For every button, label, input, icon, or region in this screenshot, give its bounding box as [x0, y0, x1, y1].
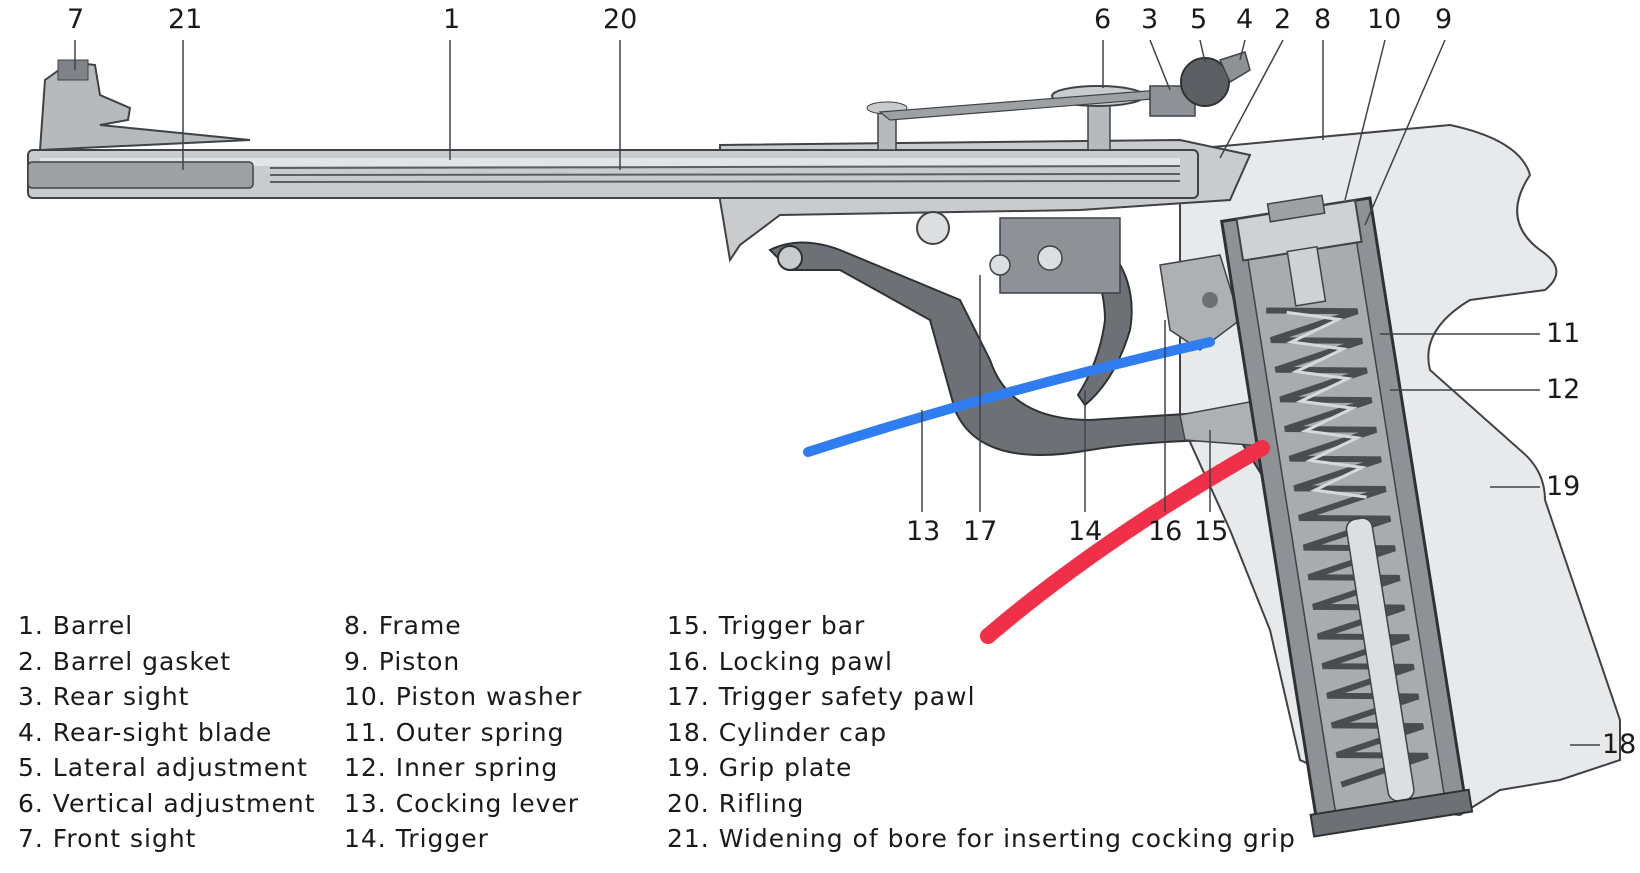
lateral-adjustment-wheel — [1180, 57, 1230, 107]
legend-item: 20. Rifling — [667, 788, 805, 818]
front-sight-blade — [57, 59, 89, 81]
legend-item: 11. Outer spring — [344, 717, 565, 747]
leader-3 — [1149, 39, 1171, 91]
callout-2: 2 — [1274, 4, 1292, 35]
inner-spring — [1286, 310, 1368, 499]
callout-16: 16 — [1148, 516, 1183, 547]
callout-17: 17 — [963, 516, 998, 547]
red-annotation-stroke — [980, 440, 1270, 644]
leader-9 — [1364, 39, 1446, 226]
compression-cylinder — [1219, 194, 1474, 838]
legend-item: 21. Widening of bore for inserting cocki… — [667, 824, 1296, 853]
rifling-line-a — [269, 165, 1181, 169]
leader-lines — [74, 39, 1600, 746]
cylinder-cap-shape — [1309, 788, 1474, 838]
vertical-adjustment-post — [1087, 99, 1111, 151]
barrel-highlight — [40, 158, 1180, 166]
legend-item: 13. Cocking lever — [344, 788, 580, 818]
rear-sight-blade-shape — [1218, 51, 1251, 84]
callout-8: 8 — [1314, 4, 1332, 35]
legend-column-1: 1. Barrel 2. Barrel gasket 3. Rear sight… — [18, 608, 316, 857]
legend-item: 15. Trigger bar — [667, 611, 866, 640]
leader-4 — [1239, 39, 1246, 61]
callout-10: 10 — [1367, 4, 1402, 35]
callout-21: 21 — [168, 4, 203, 35]
piston-rod — [1286, 245, 1327, 307]
locking-pawl-shape — [1159, 254, 1241, 351]
legend-item: 8. Frame — [344, 611, 462, 640]
legend-item: 3. Rear sight — [18, 682, 190, 711]
legend-column-3: 15. Trigger bar 16. Locking pawl 17. Tri… — [667, 608, 1296, 857]
legend-item: 1. Barrel — [18, 611, 134, 640]
legend-item: 16. Locking pawl — [667, 646, 893, 676]
callout-7: 7 — [67, 4, 85, 35]
trigger-mechanism-pivot — [1037, 245, 1063, 271]
cocking-lever-pivot — [777, 245, 803, 271]
callout-6: 6 — [1094, 4, 1112, 35]
callout-3: 3 — [1141, 4, 1159, 35]
leader-2 — [1219, 39, 1284, 159]
legend-item: 10. Piston washer — [344, 682, 583, 711]
rifling-line-c — [269, 180, 1181, 183]
callout-5: 5 — [1190, 4, 1208, 35]
frame-screw — [916, 211, 950, 245]
callout-12: 12 — [1546, 374, 1581, 405]
leader-5 — [1199, 39, 1206, 63]
legend-item: 19. Grip plate — [667, 753, 853, 782]
legend-item: 9. Piston — [344, 646, 461, 676]
callout-13: 13 — [906, 516, 941, 547]
leader-10 — [1344, 39, 1386, 201]
callout-1: 1 — [443, 4, 461, 35]
legend-item: 5. Lateral adjustment — [18, 753, 308, 782]
callout-18: 18 — [1602, 729, 1637, 760]
legend-item: 4. Rear-sight blade — [18, 717, 273, 747]
barrel-bore-widening — [27, 161, 254, 189]
blue-annotation-stroke — [803, 337, 1215, 457]
legend-item: 6. Vertical adjustment — [18, 788, 316, 818]
callout-9: 9 — [1435, 4, 1453, 35]
callout-15: 15 — [1194, 516, 1229, 547]
piston-washer — [1266, 194, 1326, 223]
rifling-line-b — [269, 173, 1181, 176]
legend-item: 7. Front sight — [18, 824, 197, 853]
trigger-safety-pawl-pivot — [989, 254, 1011, 276]
callout-14: 14 — [1068, 516, 1103, 547]
legend-item: 17. Trigger safety pawl — [667, 682, 976, 711]
callout-20: 20 — [603, 4, 638, 35]
legend-column-2: 8. Frame 9. Piston 10. Piston washer 11.… — [344, 608, 582, 857]
legend-item: 14. Trigger — [344, 824, 489, 853]
callout-4: 4 — [1236, 4, 1254, 35]
callout-19: 19 — [1546, 471, 1581, 502]
legend-item: 12. Inner spring — [344, 753, 559, 782]
legend-item: 18. Cylinder cap — [667, 717, 888, 747]
callout-11: 11 — [1546, 318, 1581, 349]
locking-pawl-pivot — [1202, 292, 1218, 308]
legend-item: 2. Barrel gasket — [18, 646, 232, 676]
